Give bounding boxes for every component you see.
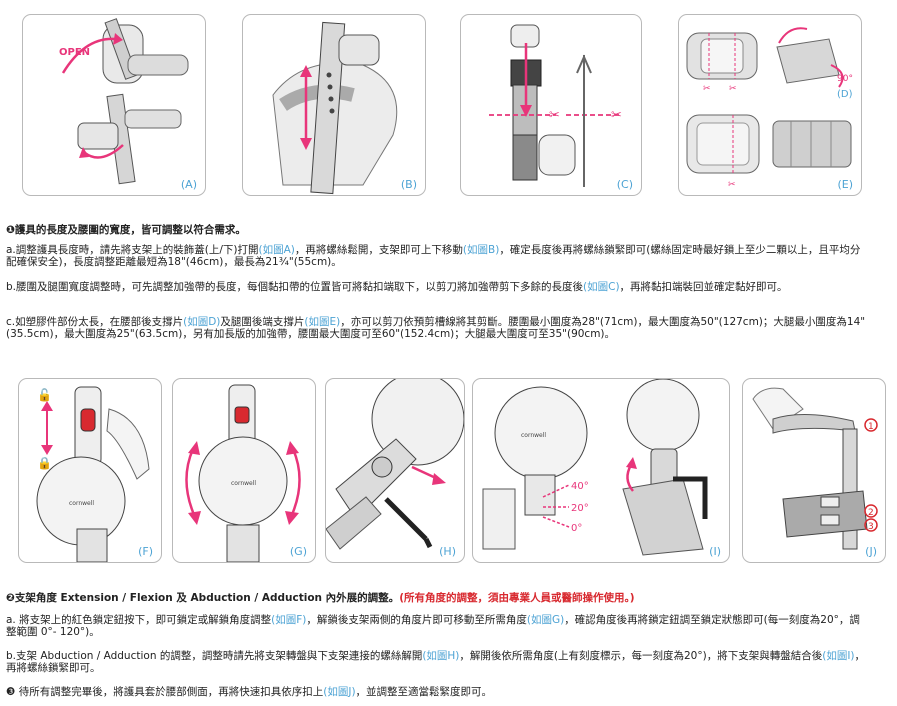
figure-j-panel: 1 2 3 (J) [742, 378, 886, 563]
svg-text:✂: ✂ [549, 108, 560, 123]
figure-h-illustration [326, 379, 464, 550]
angle-20-label: 20° [571, 503, 589, 514]
s2b-text-2: ，解開後依所需角度(上有刻度標示，每一刻度為20°)，將下支架與轉盤結合後 [459, 650, 823, 662]
figure-h-panel: (H) [325, 378, 465, 563]
figure-a-panel: OPEN (A) [22, 14, 206, 196]
angle-40-label: 40° [571, 481, 589, 492]
section2-item-b: b.支架 Abduction / Adduction 的調整，調整時請先將支架轉… [6, 650, 868, 674]
figure-f-label: (F) [138, 545, 153, 558]
figure-b-label: (B) [400, 178, 417, 191]
figure-b-panel: (B) [242, 14, 426, 196]
figure-g-label: (G) [289, 545, 307, 558]
figure-de-illustration: ✂ ✂ 90° (D) ✂ [686, 27, 853, 190]
figure-a-illustration: OPEN [59, 18, 189, 185]
figure-de-panel: ✂ ✂ 90° (D) ✂ (E) [678, 14, 862, 196]
s2a-text-3: ，確認角度後再將鎖定鈕調至鎖定狀態即可(每一刻度為20°，調整範圍 0°- 12… [6, 614, 860, 638]
figure-g-panel: cornwell (G) [172, 378, 316, 563]
section1-item-a: a.調整護具長度時，請先將支架上的裝飾蓋(上/下)打開(如圖A)，再將螺絲鬆開，… [6, 244, 868, 268]
open-label: OPEN [59, 47, 90, 58]
figure-c-illustration: ✂ ✂ [489, 24, 622, 187]
ref-figure-c: (如圖C) [583, 281, 620, 293]
s1b-text-2: ，再將黏扣端裝回並確定黏好即可。 [619, 281, 788, 293]
brand-logo: cornwell [69, 500, 94, 507]
section3-line: ❸ 待所有調整完畢後，將護具套於腰部側面，再將快速扣具依序扣上(如圖J)，並調整… [6, 686, 868, 698]
s2a-text-2: ，解鎖後支架兩側的角度片即可移動至所需角度 [306, 614, 527, 626]
figure-j-illustration: 1 2 3 [752, 387, 878, 550]
section2-heading: ❷支架角度 Extension / Flexion 及 Abduction / … [6, 592, 400, 604]
figure-a-label: (A) [180, 178, 197, 191]
section2-heading-line: ❷支架角度 Extension / Flexion 及 Abduction / … [6, 592, 868, 604]
angle-90-label: 90° [837, 74, 853, 84]
step-1-number: 1 [868, 422, 874, 432]
s1a-text-2: ，再將螺絲鬆開，支架即可上下移動 [294, 244, 463, 256]
figure-g-illustration: cornwell [185, 384, 301, 562]
angle-0-label: 0° [571, 523, 582, 534]
s1c-text-3: ，亦可以剪刀依預剪槽線將其剪斷。腰圍最小圍度為28"(71cm)，最大圍度為50… [6, 316, 866, 340]
figure-d-label: (D) [837, 89, 853, 100]
s3-text-1: ❸ 待所有調整完畢後，將護具套於腰部側面，再將快速扣具依序扣上 [6, 686, 324, 698]
figure-j-label: (J) [865, 545, 877, 558]
s1b-text-1: b.腰圍及腿圍寬度調整時，可先調整加強帶的長度，每個黏扣帶的位置皆可將黏扣端取下… [6, 281, 584, 293]
svg-text:✂: ✂ [611, 108, 622, 123]
step-3-number: 3 [868, 522, 874, 532]
s2a-text-1: a. 將支架上的紅色鎖定鈕按下，即可鎖定或解鎖角度調整 [6, 614, 272, 626]
figure-f-panel: 🔓 🔒 cornwell (F) [18, 378, 162, 563]
section2-warning: (所有角度的調整，須由專業人員或醫師操作使用。) [399, 592, 635, 604]
ref-figure-f: (如圖F) [271, 614, 307, 626]
ref-figure-b: (如圖B) [462, 244, 500, 256]
s1c-text-1: c.如塑膠件部份太長，在腰部後支撐片 [6, 316, 184, 328]
figure-b-illustration [272, 21, 398, 195]
svg-text:✂: ✂ [703, 84, 711, 94]
section1-item-b: b.腰圍及腿圍寬度調整時，可先調整加強帶的長度，每個黏扣帶的位置皆可將黏扣端取下… [6, 281, 868, 293]
step-2-number: 2 [868, 508, 874, 518]
ref-figure-a: (如圖A) [258, 244, 295, 256]
section2-item-a: a. 將支架上的紅色鎖定鈕按下，即可鎖定或解鎖角度調整(如圖F)，解鎖後支架兩側… [6, 614, 868, 638]
figure-i-illustration: cornwell 40° 20° 0° [482, 379, 708, 556]
lock-icon: 🔒 [37, 456, 52, 470]
figure-i-label: (I) [709, 545, 721, 558]
figure-h-label: (H) [439, 545, 456, 558]
ref-figure-h: (如圖H) [422, 650, 460, 662]
figure-f-illustration: 🔓 🔒 cornwell [36, 386, 150, 562]
figure-i-panel: cornwell 40° 20° 0° (I) [472, 378, 730, 563]
svg-text:✂: ✂ [729, 84, 737, 94]
brand-logo-g: cornwell [231, 480, 256, 487]
s2b-text-1: b.支架 Abduction / Adduction 的調整，調整時請先將支架轉… [6, 650, 423, 662]
figure-c-panel: ✂ ✂ (C) [460, 14, 642, 196]
brand-logo-i: cornwell [521, 432, 546, 439]
s3-text-2: ，並調整至適當鬆緊度即可。 [355, 686, 493, 698]
svg-text:✂: ✂ [728, 180, 736, 190]
s1a-text-1: a.調整護具長度時，請先將支架上的裝飾蓋(上/下)打開 [6, 244, 259, 256]
figure-c-label: (C) [616, 178, 633, 191]
s2b-text-3: ，再將螺絲鎖緊即可。 [6, 650, 866, 674]
unlock-icon: 🔓 [37, 388, 52, 402]
ref-figure-d: (如圖D) [183, 316, 221, 328]
ref-figure-j: (如圖J) [323, 686, 356, 698]
section1-item-c: c.如塑膠件部份太長，在腰部後支撐片(如圖D)及腿圍後端支撐片(如圖E)，亦可以… [6, 316, 868, 340]
ref-figure-i: (如圖I) [822, 650, 855, 662]
s1c-text-2: 及腿圍後端支撐片 [220, 316, 305, 328]
ref-figure-e: (如圖E) [304, 316, 341, 328]
s1a-text-3: ，確定長度後再將螺絲鎖緊即可(螺絲固定時最好鎖上至少二顆以上，且平均分配確保安全… [6, 244, 861, 268]
figure-e-label: (E) [837, 178, 853, 191]
section1-heading: ❶護具的長度及腰圍的寬度，皆可調整以符合需求。 [6, 224, 246, 236]
ref-figure-g: (如圖G) [526, 614, 565, 626]
